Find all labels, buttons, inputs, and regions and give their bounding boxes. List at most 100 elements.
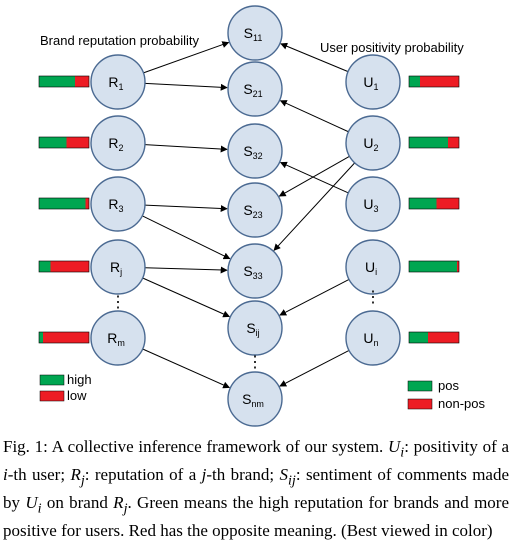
edges: [142, 41, 356, 389]
bar-outline: [38, 75, 90, 88]
bar-negative-segment: [448, 137, 459, 148]
bar-positive-segment: [409, 137, 448, 148]
bar-outline: [408, 75, 460, 88]
reputation-bar-rj: [38, 260, 90, 273]
legend-non-pos-label: non-pos: [438, 396, 485, 411]
node-label: Ui: [365, 259, 377, 277]
edge-u1-to-s11: [280, 42, 349, 73]
node-circle: [227, 61, 283, 117]
edge-ui-to-sij: [279, 278, 350, 316]
positivity-bar-un: [408, 331, 460, 344]
node-circle: [345, 176, 401, 232]
bar-negative-segment: [420, 76, 459, 87]
node-label: Rj: [110, 259, 122, 277]
bar-outline: [38, 260, 90, 273]
node-circle: [227, 182, 283, 238]
bar-positive-segment: [409, 332, 428, 343]
reputation-bar-r3: [38, 197, 90, 210]
bar-negative-segment: [457, 261, 459, 272]
edge-rj-to-s33: [144, 266, 228, 274]
edge-r3-to-s23: [144, 204, 228, 212]
legend-non-pos-swatch: [407, 398, 433, 410]
node-u2: U2: [345, 115, 401, 171]
node-un: Un: [345, 310, 401, 366]
node-u3: U3: [345, 176, 401, 232]
sentiment-ellipsis: ⋮: [247, 354, 263, 371]
node-circle: [90, 310, 146, 366]
node-s23: S23: [227, 182, 283, 238]
node-u1: U1: [345, 54, 401, 110]
bar-outline: [408, 260, 460, 273]
legend-low-swatch: [39, 390, 65, 402]
edge-r2-to-s32: [144, 144, 228, 153]
node-rj: Rj: [90, 239, 146, 295]
node-circle: [227, 243, 283, 299]
reputation-bar-r2: [38, 136, 90, 149]
bar-positive-segment: [409, 261, 457, 272]
node-snm: Snm: [227, 371, 283, 427]
positivity-bar-ui: [408, 260, 460, 273]
positivity-bar-u3: [408, 197, 460, 210]
bar-negative-segment: [85, 198, 89, 209]
node-s21: S21: [227, 61, 283, 117]
edge-un-to-snm: [279, 349, 350, 387]
node-rm: Rm: [90, 310, 146, 366]
node-circle: [90, 176, 146, 232]
bar-positive-segment: [39, 332, 43, 343]
user-legend: pos non-pos: [407, 378, 485, 411]
bar-positive-segment: [39, 198, 86, 209]
reputation-bar-rm: [38, 331, 90, 344]
reputation-bar-r1: [38, 75, 90, 88]
edge-u3-to-s32: [279, 161, 349, 194]
bar-negative-segment: [50, 261, 89, 272]
node-circle: [227, 300, 283, 356]
edge-r1-to-s21: [144, 82, 228, 91]
bar-negative-segment: [428, 332, 459, 343]
node-s33: S33: [227, 243, 283, 299]
legend-high-swatch: [39, 374, 65, 386]
node-r1: R1: [90, 54, 146, 110]
edge-r3-to-s33: [142, 215, 231, 260]
brand-column-title: Brand reputation probability: [40, 33, 199, 48]
node-circle: [345, 54, 401, 110]
legend-pos-label: pos: [438, 378, 459, 393]
node-circle: [227, 371, 283, 427]
bar-positive-segment: [409, 76, 420, 87]
node-s11: S11: [227, 5, 283, 61]
brand-ellipsis: ⋮: [110, 294, 126, 311]
bar-outline: [38, 136, 90, 149]
bar-positive-segment: [39, 261, 51, 272]
edge-u2-to-s33: [273, 162, 356, 251]
positivity-bar-u2: [408, 136, 460, 149]
legend-high-label: high: [67, 372, 92, 387]
node-r2: R2: [90, 115, 146, 171]
brand-legend: high low: [39, 372, 92, 403]
edge-u2-to-s21: [279, 100, 349, 133]
node-circle: [227, 123, 283, 179]
bar-outline: [408, 197, 460, 210]
bar-negative-segment: [436, 198, 459, 209]
bar-outline: [38, 197, 90, 210]
probability-bars: [38, 75, 460, 344]
bar-negative-segment: [75, 76, 89, 87]
node-circle: [227, 5, 283, 61]
bar-outline: [38, 331, 90, 344]
bar-negative-segment: [66, 137, 89, 148]
figure-caption: Fig. 1: A collective inference framework…: [3, 437, 510, 540]
user-column-title: User positivity probability: [320, 40, 464, 55]
legend-pos-swatch: [407, 380, 433, 392]
legend-low-label: low: [67, 388, 87, 403]
edge-rj-to-sij: [142, 277, 231, 318]
inference-framework-diagram: Brand reputation probability User positi…: [38, 5, 485, 427]
node-circle: [345, 115, 401, 171]
node-circle: [345, 310, 401, 366]
bar-positive-segment: [39, 76, 75, 87]
node-circle: [90, 239, 146, 295]
node-r3: R3: [90, 176, 146, 232]
positivity-bar-u1: [408, 75, 460, 88]
node-s32: S32: [227, 123, 283, 179]
edge-u2-to-s23: [278, 155, 350, 197]
node-sij: Sij: [227, 300, 283, 356]
bar-outline: [408, 136, 460, 149]
